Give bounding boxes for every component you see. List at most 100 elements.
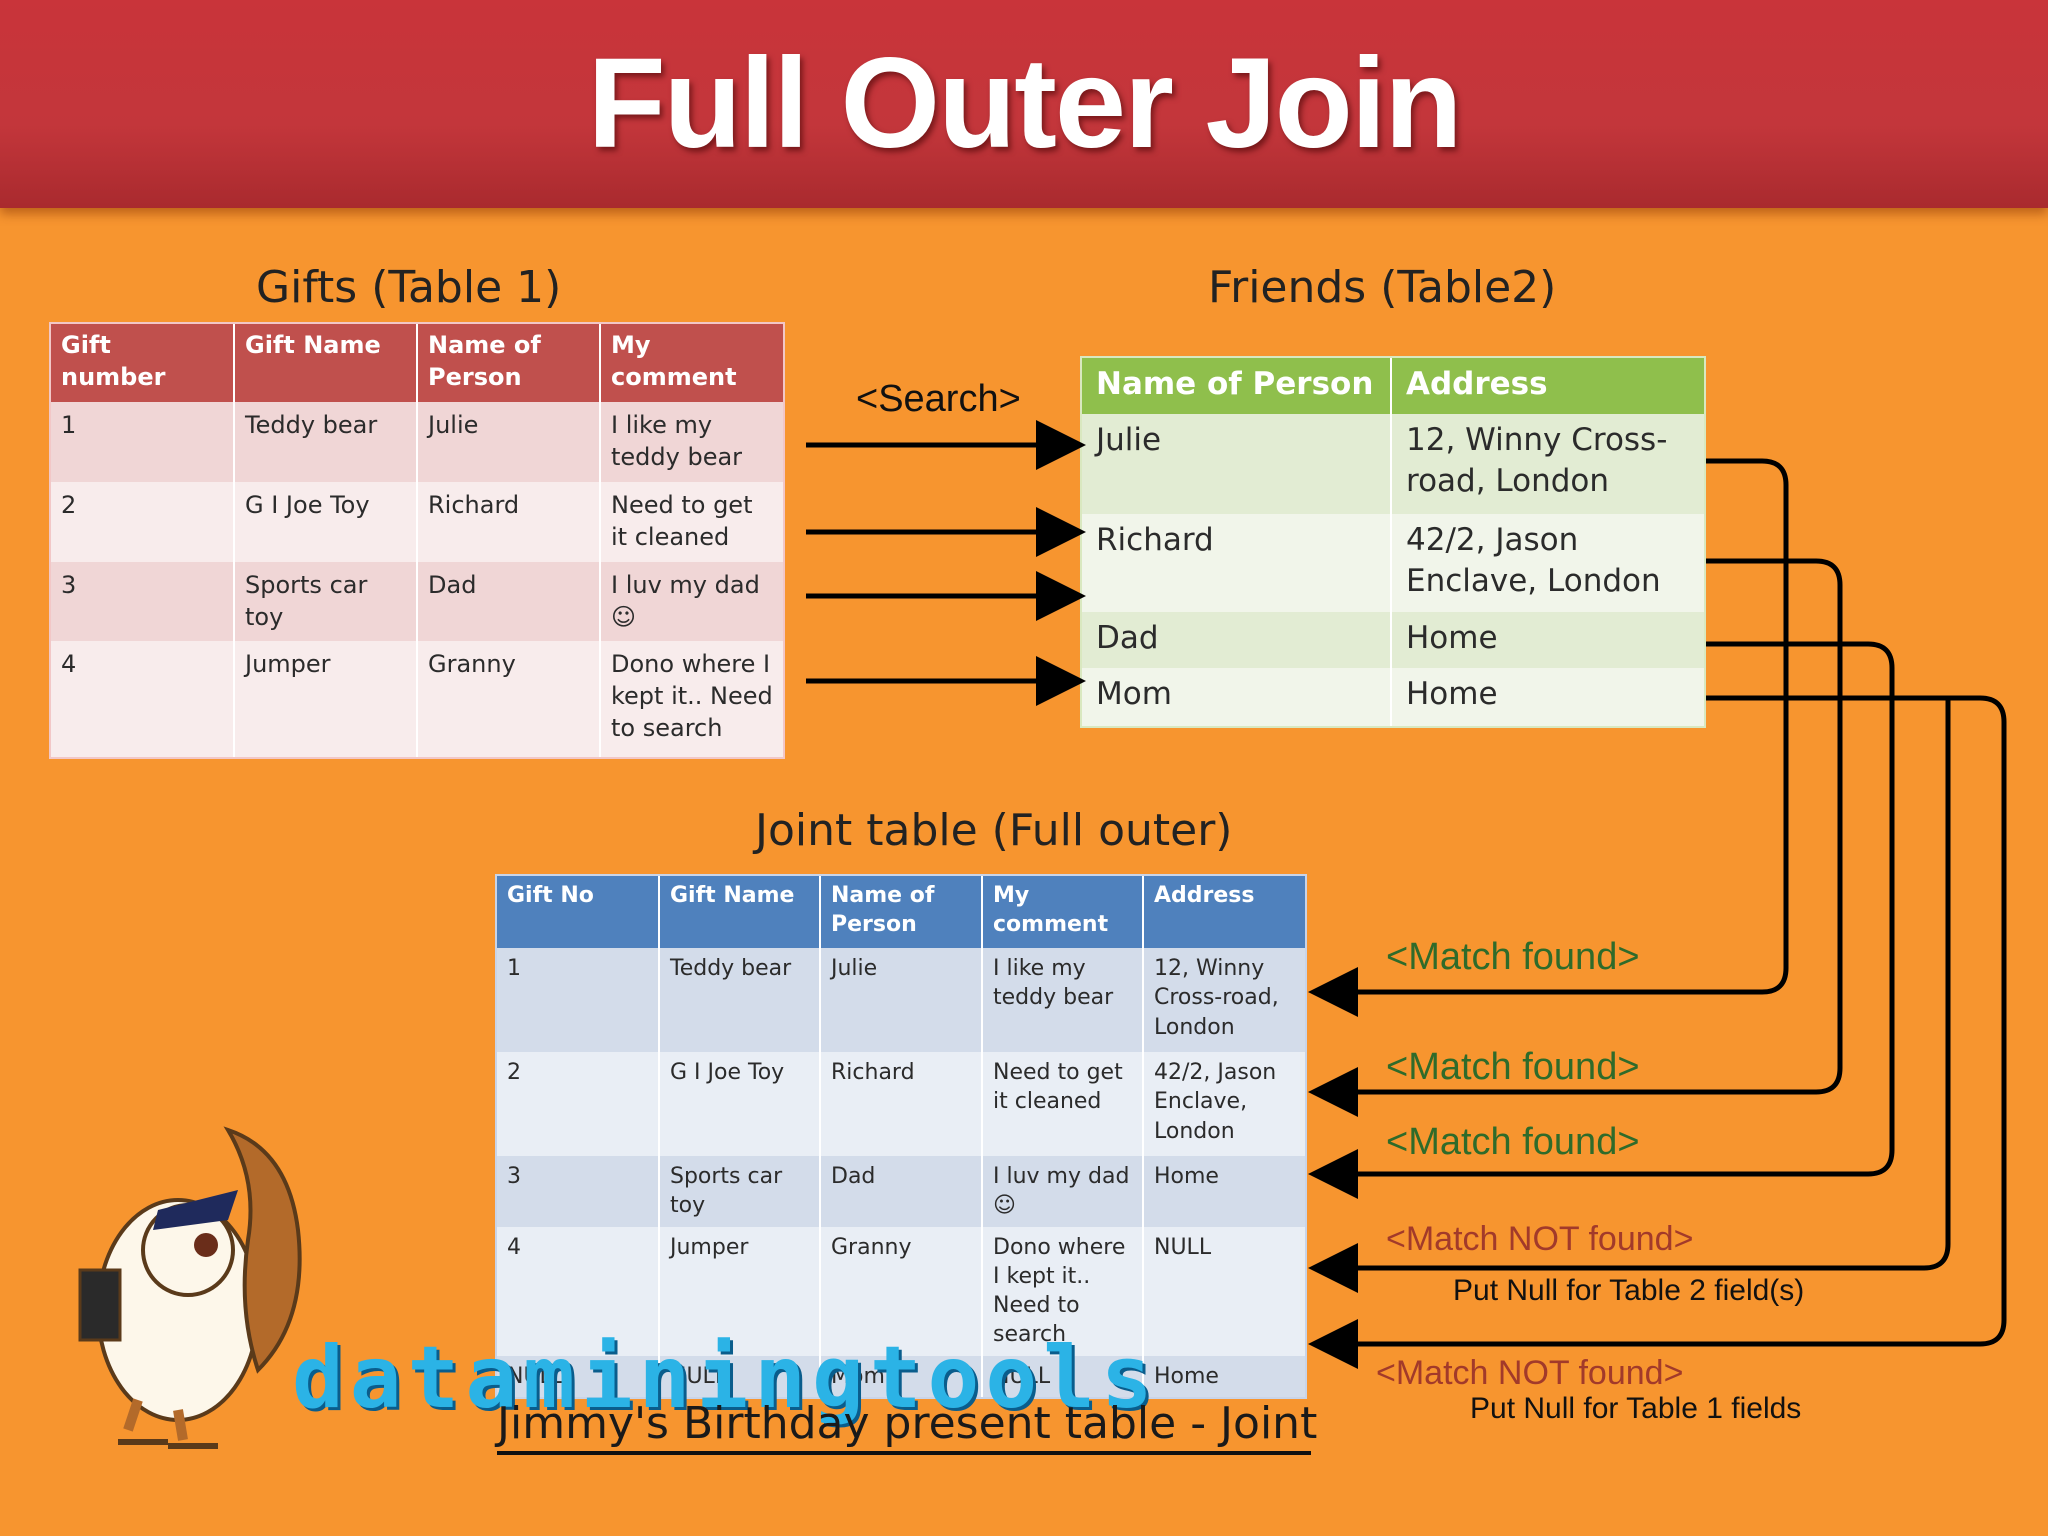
joint-cell: 12, Winny Cross-road, London xyxy=(1143,948,1305,1052)
friends-caption: Friends (Table2) xyxy=(1208,262,1557,313)
joint-cell: G I Joe Toy xyxy=(659,1052,821,1156)
match-label-2: <Match found> xyxy=(1386,1046,1640,1088)
nomatch-note-1: Put Null for Table 2 field(s) xyxy=(1453,1274,1805,1307)
gifts-cell: 4 xyxy=(51,641,235,758)
joint-cell: Teddy bear xyxy=(659,948,821,1052)
friends-cell: Home xyxy=(1391,612,1704,668)
joint-cell: 1 xyxy=(497,948,660,1052)
joint-cell: NULL xyxy=(1143,1226,1305,1356)
joint-cell: Home xyxy=(1143,1156,1305,1227)
watermark-text: dataminingtools xyxy=(292,1328,1159,1428)
nomatch-route-1 xyxy=(1308,695,1951,1293)
joint-cell: Jumper xyxy=(659,1226,821,1356)
joint-cell: Granny xyxy=(820,1226,983,1356)
gifts-caption: Gifts (Table 1) xyxy=(256,262,562,313)
joint-cell: Sports car toy xyxy=(659,1156,821,1227)
owl-graduate-icon xyxy=(78,1126,302,1449)
joint-cell: Richard xyxy=(820,1052,983,1156)
match-route-1 xyxy=(1308,458,1789,1017)
joint-cell: 2 xyxy=(497,1052,660,1156)
gifts-cell: Richard xyxy=(417,481,601,562)
gifts-cell: 3 xyxy=(51,561,235,642)
title-banner xyxy=(0,0,2048,208)
gifts-header-cell: Gift number xyxy=(51,324,235,402)
friends-cell: Richard xyxy=(1082,514,1392,612)
joint-cell: Dad xyxy=(820,1156,983,1227)
joint-caption: Joint table (Full outer) xyxy=(755,805,1233,856)
search-label: <Search> xyxy=(856,378,1021,420)
gifts-cell: Julie xyxy=(417,402,601,482)
friends-cell: Julie xyxy=(1082,414,1392,514)
joint-cell: NULL xyxy=(659,1355,821,1397)
gifts-header-cell: My comment xyxy=(600,324,783,402)
friends-cell: 12, Winny Cross-road, London xyxy=(1391,414,1704,514)
joint-cell: NULL xyxy=(982,1355,1144,1397)
joint-cell: Mom xyxy=(820,1355,983,1397)
gifts-cell: Dono where I kept it.. Need to search xyxy=(600,641,783,758)
gifts-cell: Teddy bear xyxy=(234,402,418,482)
joint-header-cell: My comment xyxy=(982,876,1144,948)
gifts-cell: Granny xyxy=(417,641,601,758)
nomatch-label-2: <Match NOT found> xyxy=(1376,1354,1684,1392)
joint-cell: I like my teddy bear xyxy=(982,948,1144,1052)
friends-cell: 42/2, Jason Enclave, London xyxy=(1391,514,1704,612)
joint-header-cell: Gift Name xyxy=(659,876,821,948)
match-label-3: <Match found> xyxy=(1386,1121,1640,1163)
joint-cell: NULL xyxy=(497,1355,660,1397)
gifts-cell: 2 xyxy=(51,481,235,562)
nomatch-note-2: Put Null for Table 1 fields xyxy=(1470,1392,1802,1425)
friends-cell: Dad xyxy=(1082,612,1392,668)
joint-header-cell: Gift No xyxy=(497,876,660,948)
friends-cell: Home xyxy=(1391,668,1704,726)
gifts-cell: Sports car toy xyxy=(234,561,418,642)
joint-cell: I luv my dad ☺ xyxy=(982,1156,1144,1227)
gifts-header-cell: Name of Person xyxy=(417,324,601,402)
gifts-cell: I like my teddy bear xyxy=(600,402,783,482)
gifts-cell: I luv my dad ☺ xyxy=(600,561,783,642)
friends-cell: Mom xyxy=(1082,668,1392,726)
joint-header-cell: Name of Person xyxy=(820,876,983,948)
gifts-cell: G I Joe Toy xyxy=(234,481,418,562)
footer-caption: Jimmy's Birthday present table - Joint xyxy=(497,1398,1317,1455)
gifts-cell: 1 xyxy=(51,402,235,482)
joint-cell: 4 xyxy=(497,1226,660,1356)
joint-cell: Julie xyxy=(820,948,983,1052)
friends-header-cell: Address xyxy=(1391,358,1704,414)
match-route-2 xyxy=(1308,558,1843,1117)
friends-header-cell: Name of Person xyxy=(1082,358,1392,414)
nomatch-label-1: <Match NOT found> xyxy=(1386,1220,1694,1258)
joint-cell: Need to get it cleaned xyxy=(982,1052,1144,1156)
gifts-header-cell: Gift Name xyxy=(234,324,418,402)
gifts-cell: Need to get it cleaned xyxy=(600,481,783,562)
match-route-3 xyxy=(1308,641,1895,1199)
match-label-1: <Match found> xyxy=(1386,936,1640,978)
gifts-cell: Dad xyxy=(417,561,601,642)
joint-cell: 42/2, Jason Enclave, London xyxy=(1143,1052,1305,1156)
slide-title: Full Outer Join xyxy=(587,32,1462,175)
joint-cell: Dono where I kept it.. Need to search xyxy=(982,1226,1144,1356)
joint-cell: Home xyxy=(1143,1355,1305,1397)
nomatch-route-2 xyxy=(1308,695,2007,1369)
joint-cell: 3 xyxy=(497,1156,660,1227)
joint-header-cell: Address xyxy=(1143,876,1305,948)
